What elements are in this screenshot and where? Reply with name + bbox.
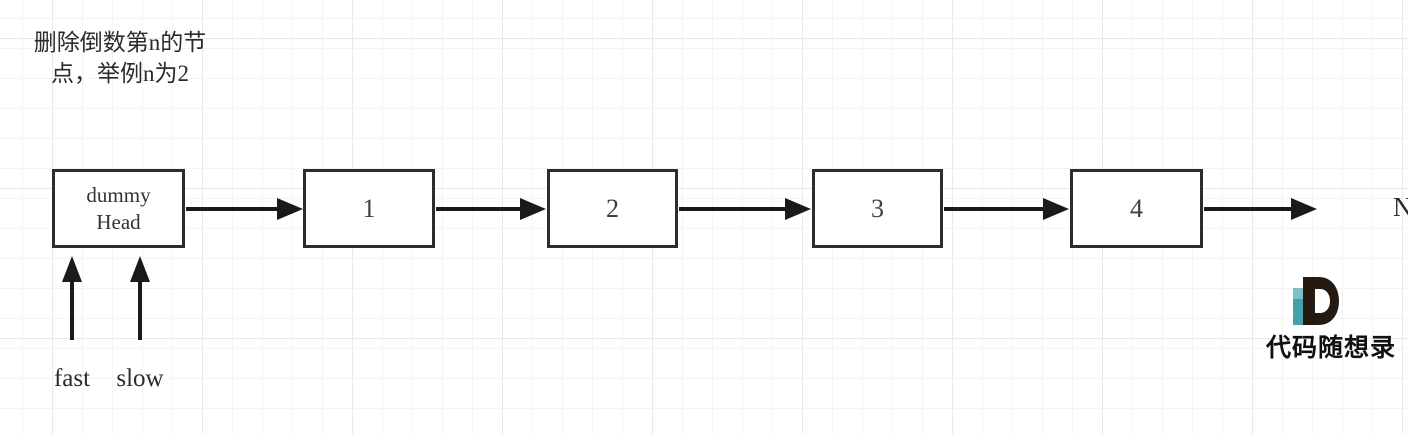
next-arrow-dummy-to-1 [186,198,303,220]
list-node-1: 1 [303,169,435,248]
diagram-title: 删除倒数第n的节 点，举例n为2 [33,30,207,86]
next-arrow-1-to-2 [436,198,546,220]
slow-pointer-label: slow [116,365,164,392]
list-node-2: 2 [547,169,678,248]
list-node-4: 4 [1070,169,1203,248]
next-arrow-2-to-3 [679,198,811,220]
list-node-3: 3 [812,169,943,248]
logo-d-icon [1293,277,1339,325]
slow-pointer-arrow [130,256,150,340]
fast-pointer-arrow [62,256,82,340]
logo-text: 代码随想录 [1265,335,1396,362]
null-label: N [1393,192,1408,222]
list-node-dummy-head: dummy Head [52,169,185,248]
next-arrow-4-to-null [1204,198,1317,220]
next-arrow-3-to-4 [944,198,1069,220]
fast-pointer-label: fast [53,365,91,392]
